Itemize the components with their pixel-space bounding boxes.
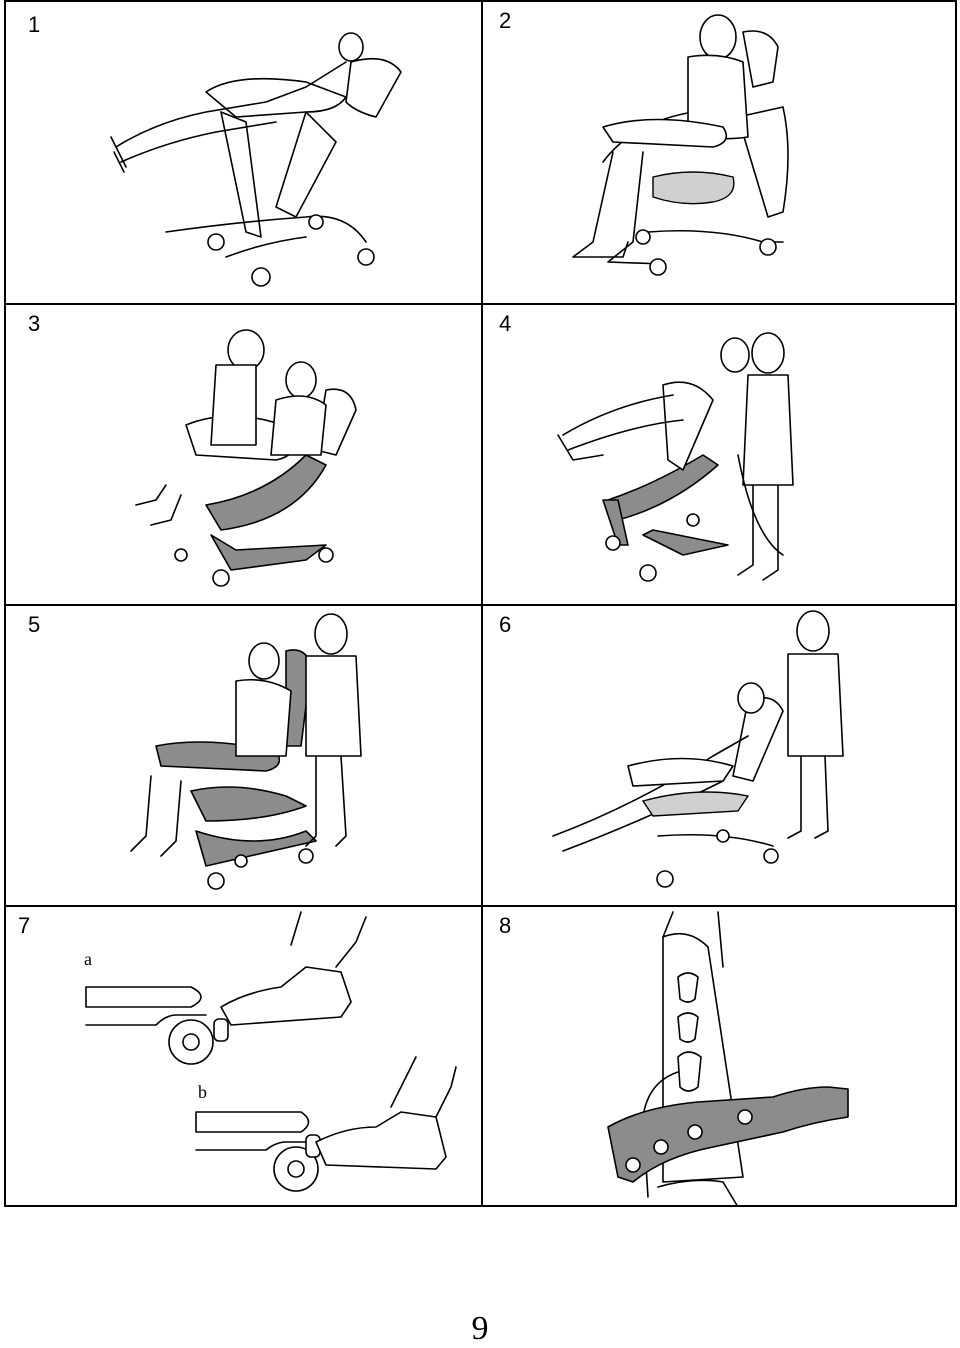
illustration-caregiver-behind xyxy=(130,613,362,890)
panel-2: 2 xyxy=(483,2,957,303)
grid-divider xyxy=(6,604,955,606)
panel-8: 8 xyxy=(483,907,957,1207)
panel-7: 7 a b xyxy=(6,907,481,1207)
panel-5: 5 xyxy=(6,606,481,905)
illustration-foot-brake xyxy=(85,911,457,1192)
illustration-reclined-patient xyxy=(110,32,402,287)
illustration-caregiver-seated xyxy=(135,329,357,587)
panel-number: 1 xyxy=(28,12,41,37)
panel-number: 5 xyxy=(28,612,41,637)
panel-number: 7 xyxy=(18,913,31,938)
panel-6: 6 xyxy=(483,606,957,905)
grid-divider xyxy=(481,2,483,1205)
panel-number: 4 xyxy=(499,311,512,336)
illustration-caregiver-reclining xyxy=(557,332,794,582)
panel-4: 4 xyxy=(483,305,957,604)
panel-number: 6 xyxy=(499,612,512,637)
page-number: 9 xyxy=(471,1310,489,1347)
panel-number: 8 xyxy=(499,913,512,938)
sub-label-a: a xyxy=(84,949,92,969)
grid-divider xyxy=(6,303,955,305)
illustration-seated-toilet xyxy=(572,14,789,276)
grid-divider xyxy=(6,905,955,907)
panel-1: 1 xyxy=(6,2,481,303)
panel-number: 3 xyxy=(28,311,41,336)
sub-label-b: b xyxy=(198,1082,207,1102)
illustration-caregiver-reclined xyxy=(552,610,844,888)
panel-3: 3 xyxy=(6,305,481,604)
illustration-control-panel xyxy=(607,911,849,1207)
figure-grid: 1 2 xyxy=(4,0,957,1207)
panel-number: 2 xyxy=(499,8,512,33)
